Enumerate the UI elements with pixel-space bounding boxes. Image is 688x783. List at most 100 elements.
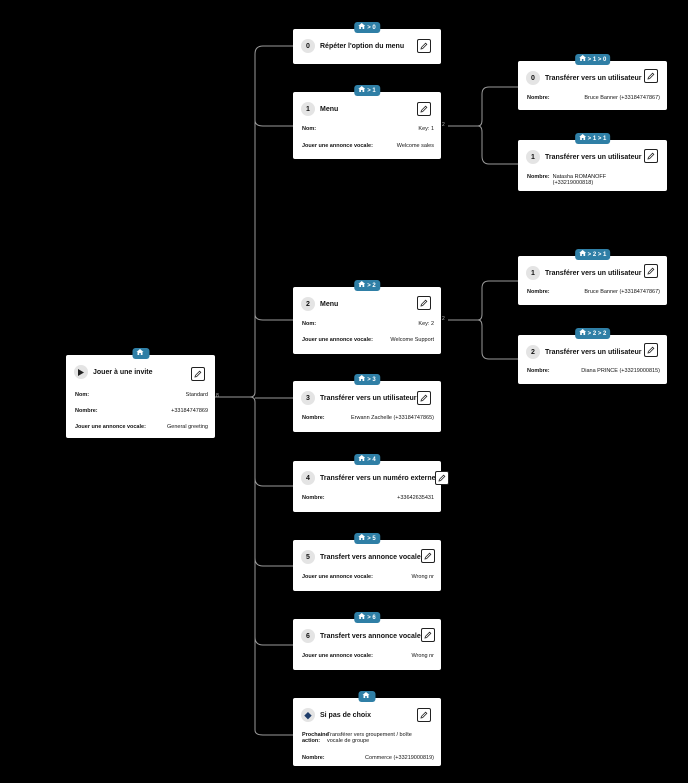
- root-tag: [132, 348, 149, 359]
- option-header: 0 Transférer vers un utilisateur: [526, 71, 641, 85]
- option-row: Nom:Key: 2: [302, 321, 434, 327]
- option-card-4[interactable]: > 4 4 Transférer vers un numéro externe N…: [293, 454, 449, 512]
- root-node-card[interactable]: Jouer à une invite Nom:Standard Nombre:+…: [66, 348, 215, 438]
- option-tag: > 2 > 2: [574, 328, 611, 339]
- option-row: Jouer une annonce vocale:Wrong nr: [302, 574, 434, 580]
- home-icon: [358, 375, 366, 384]
- edit-button[interactable]: [644, 264, 658, 278]
- option-tag: > 2: [354, 280, 380, 291]
- option-tag: > 6: [354, 612, 380, 623]
- option-title: Transférer vers un utilisateur: [545, 74, 642, 82]
- branch-count-badge: 8: [216, 393, 219, 399]
- no-choice-card[interactable]: ◆Si pas de choix Prochaine action: Trans…: [293, 691, 441, 766]
- home-icon: [578, 134, 586, 143]
- pencil-icon: [647, 262, 655, 280]
- option-row: Jouer une annonce vocale:Welcome sales: [302, 143, 434, 149]
- edit-button[interactable]: [417, 391, 431, 405]
- option-header: 0 Répéter l'option du menu: [301, 39, 404, 53]
- option-title: Transférer vers un utilisateur: [545, 153, 642, 161]
- option-row: Nombre:Commerce (+33219000819): [302, 755, 434, 761]
- edit-button[interactable]: [417, 708, 431, 722]
- pencil-icon: [420, 100, 428, 118]
- option-title: Transférer vers un numéro externe: [320, 474, 436, 482]
- branch-count-badge: 2: [442, 122, 445, 128]
- option-header: 1 Transférer vers un utilisateur: [526, 266, 641, 280]
- option-tag: [358, 691, 376, 702]
- option-card-1[interactable]: > 1 1 Menu Nom:Key: 1 Jouer une annonce v…: [293, 85, 441, 159]
- edit-button[interactable]: [644, 69, 658, 83]
- branch-count-badge: 2: [442, 316, 445, 322]
- root-title: Jouer à une invite: [93, 368, 153, 376]
- option-tag: > 5: [354, 533, 380, 544]
- option-number: 1: [301, 102, 315, 116]
- option-title: Menu: [320, 105, 339, 113]
- option-number: 0: [526, 71, 540, 85]
- pencil-icon: [438, 469, 446, 487]
- option-tag: > 1: [354, 85, 380, 96]
- pencil-icon: [420, 37, 428, 55]
- home-icon: [578, 55, 586, 64]
- option-header: ◆Si pas de choix: [301, 708, 371, 722]
- edit-button[interactable]: [644, 343, 658, 357]
- pencil-icon: [647, 341, 655, 359]
- pencil-icon: [424, 626, 432, 644]
- option-title: Menu: [320, 300, 339, 308]
- option-row: Nombre:Diana PRINCE (+33219000815): [527, 368, 660, 374]
- option-title: Transfert vers annonce vocale: [320, 632, 421, 640]
- option-row: Nombre:Bruce Banner (+33184747867): [527, 289, 660, 295]
- pencil-icon: [420, 706, 428, 724]
- option-number: 4: [301, 471, 315, 485]
- option-number: 1: [526, 266, 540, 280]
- option-row: Nom:Key: 1: [302, 126, 434, 132]
- edit-button[interactable]: [421, 628, 435, 642]
- option-title: Répéter l'option du menu: [320, 42, 405, 50]
- option-row: Jouer une annonce vocale:Welcome Support: [302, 337, 434, 343]
- option-header: 4 Transférer vers un numéro externe: [301, 471, 436, 485]
- pencil-icon: [647, 67, 655, 85]
- option-number: 0: [301, 39, 315, 53]
- option-number: 5: [301, 550, 315, 564]
- root-row: Jouer une annonce vocale:General greetin…: [75, 424, 208, 430]
- option-row: Nombre:Bruce Banner (+33184747867): [527, 95, 660, 101]
- edit-button[interactable]: [417, 296, 431, 310]
- option-title: Transférer vers un utilisateur: [320, 394, 417, 402]
- pencil-icon: [424, 547, 432, 565]
- home-icon: [358, 23, 366, 32]
- edit-button[interactable]: [421, 549, 435, 563]
- edit-button[interactable]: [435, 471, 449, 485]
- root-row: Nom:Standard: [75, 392, 208, 398]
- edit-button[interactable]: [644, 149, 658, 163]
- home-icon: [358, 613, 366, 622]
- home-icon: [578, 250, 586, 259]
- option-header: 1 Menu: [301, 102, 338, 116]
- home-icon: [358, 86, 366, 95]
- option-tag: > 4: [354, 454, 380, 465]
- edit-button[interactable]: [417, 102, 431, 116]
- edit-button[interactable]: [417, 39, 431, 53]
- option-row: Nombre:+33642635431: [302, 495, 434, 501]
- pencil-icon: [420, 389, 428, 407]
- option-title: Transférer vers un utilisateur: [545, 348, 642, 356]
- home-icon: [578, 329, 586, 338]
- option-tag: > 1 > 1: [574, 133, 611, 144]
- play-icon: [74, 365, 88, 379]
- home-icon: [358, 534, 366, 543]
- edit-button[interactable]: [191, 367, 205, 381]
- option-title: Transférer vers un utilisateur: [545, 269, 642, 277]
- option-tag: > 1 > 0: [574, 54, 611, 65]
